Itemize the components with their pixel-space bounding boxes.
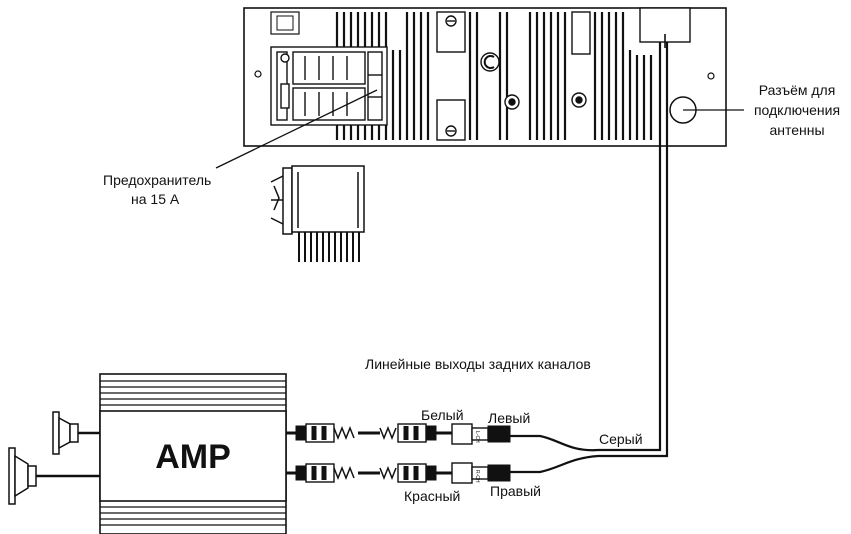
antenna-label-line-2: подключения xyxy=(754,102,840,118)
red-label: Красный xyxy=(404,488,460,504)
amplifier-box xyxy=(99,373,290,534)
iso-connector-plug xyxy=(270,165,365,262)
white-label: Белый xyxy=(421,407,464,423)
speaker-icon xyxy=(52,411,100,455)
rca-right-mark: R-CH xyxy=(474,470,480,483)
left-label: Левый xyxy=(488,410,530,426)
right-label: Правый xyxy=(490,483,541,499)
rca-cable-right xyxy=(286,462,511,484)
speaker-icon xyxy=(8,447,100,505)
fuse-label-line-2: на 15 А xyxy=(131,191,180,207)
gray-label: Серый xyxy=(599,431,643,447)
fuse-icon xyxy=(367,51,383,121)
amp-label: AMP xyxy=(155,438,231,476)
rca-plug-icon xyxy=(295,465,307,481)
antenna-label-line-1: Разъём для xyxy=(759,82,836,98)
iso-connector-socket xyxy=(270,46,388,126)
leader-lines xyxy=(215,89,744,169)
fuse-label-line-1: Предохранитель xyxy=(103,172,211,188)
rca-left-mark: L-CH xyxy=(474,431,480,443)
rear-line-outputs-label: Линейные выходы задних каналов xyxy=(365,356,591,372)
rca-plug-icon xyxy=(295,425,307,441)
rca-cable-left xyxy=(286,423,511,445)
screw-icon xyxy=(445,15,587,137)
antenna-label-line-3: антенны xyxy=(769,122,824,138)
head-unit-rear-panel xyxy=(243,7,727,147)
gray-cable xyxy=(510,42,669,474)
